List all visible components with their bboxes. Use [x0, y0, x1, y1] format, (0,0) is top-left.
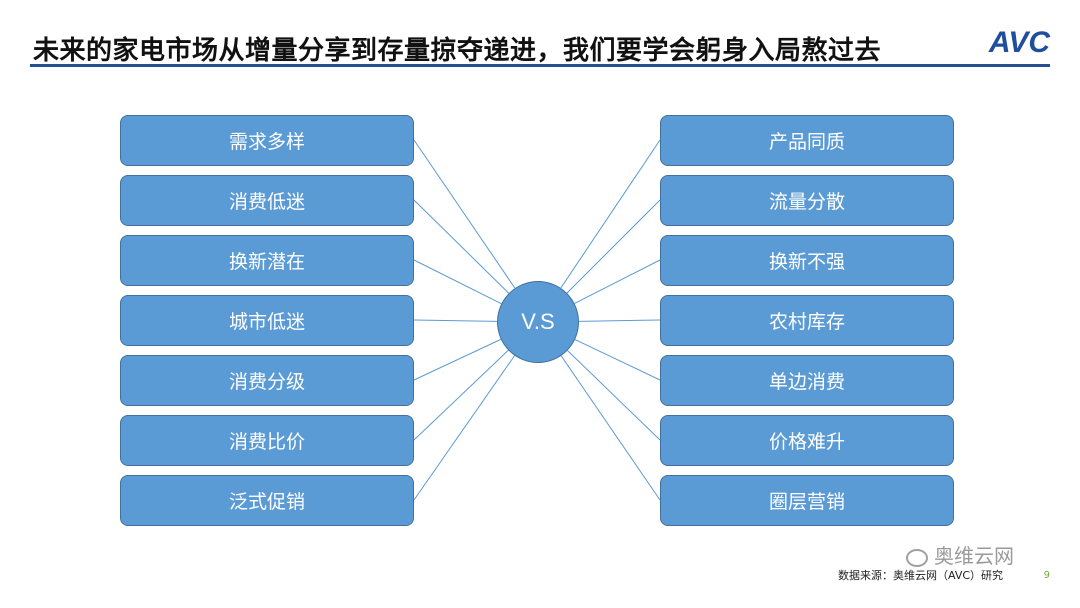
left-item: 消费分级: [120, 355, 414, 406]
right-connector-line: [567, 350, 661, 441]
left-item: 泛式促销: [120, 475, 414, 526]
logo-text: AVC: [988, 26, 1050, 59]
right-item: 单边消费: [660, 355, 954, 406]
left-item: 换新潜在: [120, 235, 414, 286]
right-connector-line: [574, 339, 661, 381]
left-connector-line: [413, 319, 498, 322]
right-connector-line: [578, 319, 661, 322]
watermark: 奥维云网: [906, 540, 1014, 569]
wechat-icon: [906, 548, 928, 567]
left-item: 消费低迷: [120, 175, 414, 226]
avc-logo: AVC: [989, 26, 1050, 60]
left-item: 消费比价: [120, 415, 414, 466]
slide-title: 未来的家电市场从增量分享到存量掠夺递进，我们要学会躬身入局熬过去: [33, 36, 882, 66]
left-connector-line: [413, 338, 502, 381]
page-number: 9: [1043, 570, 1050, 581]
right-item: 农村库存: [660, 295, 954, 346]
left-connector-line: [413, 259, 502, 305]
watermark-text: 奥维云网: [934, 544, 1014, 568]
right-connector-line: [560, 139, 661, 289]
right-item: 换新不强: [660, 235, 954, 286]
left-item: 需求多样: [120, 115, 414, 166]
left-connector-line: [413, 349, 509, 441]
title-divider: [30, 64, 1050, 67]
vs-circle: V.S: [497, 281, 579, 363]
left-connector-line: [413, 355, 515, 501]
right-item: 价格难升: [660, 415, 954, 466]
left-item: 城市低迷: [120, 295, 414, 346]
right-connector-line: [566, 199, 661, 294]
right-item: 产品同质: [660, 115, 954, 166]
left-connector-line: [413, 199, 510, 294]
right-connector-line: [574, 259, 661, 304]
source-note: 数据来源：奥维云网（AVC）研究: [838, 569, 1004, 582]
left-connector-line: [413, 139, 516, 289]
right-item: 圈层营销: [660, 475, 954, 526]
right-item: 流量分散: [660, 175, 954, 226]
right-connector-line: [560, 355, 661, 501]
